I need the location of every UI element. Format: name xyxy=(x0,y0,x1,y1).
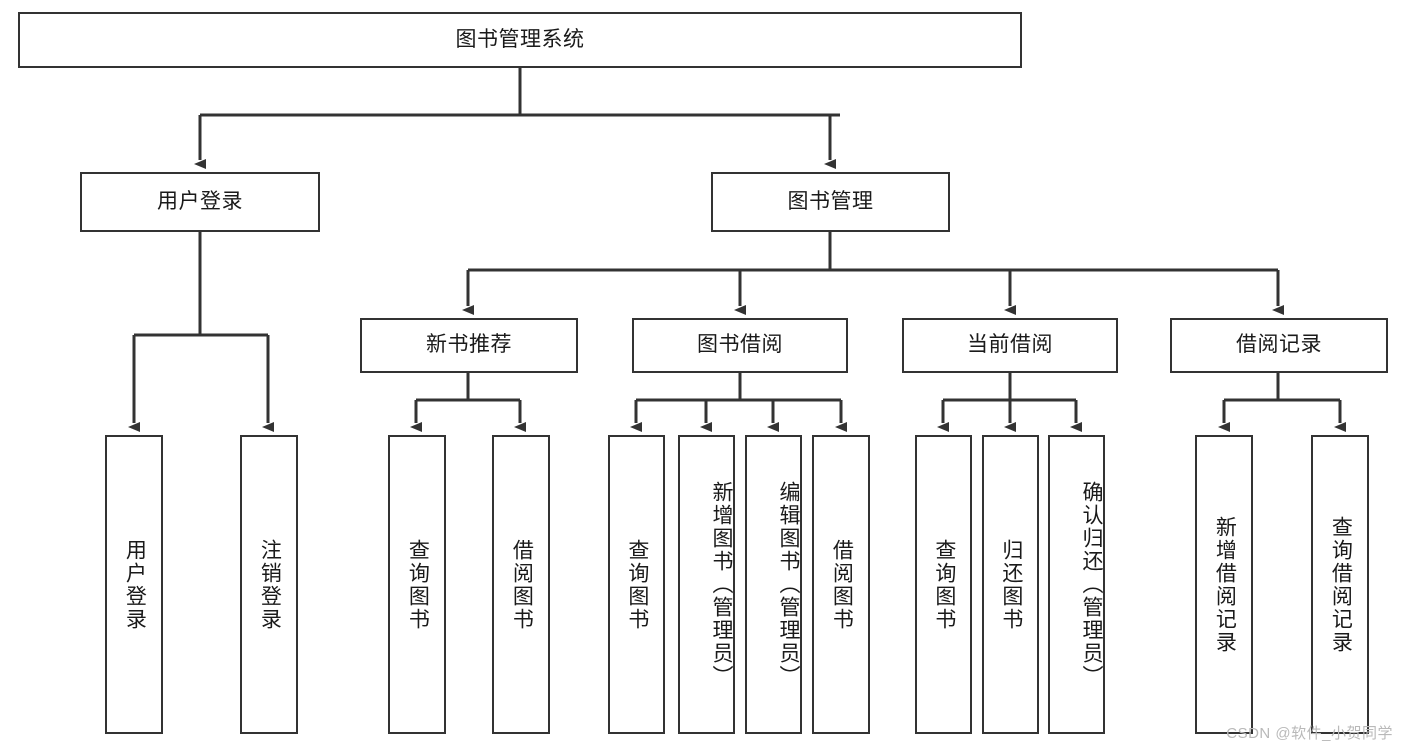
node-user-login-label: 用户登录 xyxy=(157,189,243,213)
node-leaf-query-book-2[interactable]: 查询图书 xyxy=(608,435,665,734)
node-leaf-query-record[interactable]: 查询借阅记录 xyxy=(1311,435,1369,734)
node-book-manage[interactable]: 图书管理 xyxy=(711,172,950,232)
node-leaf-borrow-book-1[interactable]: 借阅图书 xyxy=(492,435,550,734)
node-leaf-return-book[interactable]: 归还图书 xyxy=(982,435,1039,734)
node-user-login[interactable]: 用户登录 xyxy=(80,172,320,232)
node-current-borrow[interactable]: 当前借阅 xyxy=(902,318,1118,373)
node-new-book-rec[interactable]: 新书推荐 xyxy=(360,318,578,373)
node-leaf-user-login[interactable]: 用户登录 xyxy=(105,435,163,734)
node-leaf-logout[interactable]: 注销登录 xyxy=(240,435,298,734)
node-borrow-record-label: 借阅记录 xyxy=(1236,333,1322,357)
node-book-manage-label: 图书管理 xyxy=(787,189,874,213)
node-book-borrow-label: 图书借阅 xyxy=(697,333,783,357)
node-book-borrow[interactable]: 图书借阅 xyxy=(632,318,848,373)
node-leaf-query-book-3[interactable]: 查询图书 xyxy=(915,435,972,734)
node-leaf-return-book-label: 归还图书 xyxy=(999,538,1023,631)
node-new-book-rec-label: 新书推荐 xyxy=(426,333,512,357)
node-leaf-add-record-label: 新增借阅记录 xyxy=(1213,515,1237,654)
node-leaf-user-login-label: 用户登录 xyxy=(123,538,147,631)
node-leaf-borrow-book-2[interactable]: 借阅图书 xyxy=(812,435,870,734)
node-leaf-edit-book-label: 编辑图书（管理员） xyxy=(777,481,800,688)
node-leaf-edit-book[interactable]: 编辑图书（管理员） xyxy=(745,435,802,734)
node-leaf-borrow-book-2-label: 借阅图书 xyxy=(830,538,854,631)
node-leaf-logout-label: 注销登录 xyxy=(258,538,282,631)
node-leaf-query-book-2-label: 查询图书 xyxy=(625,538,649,631)
node-leaf-confirm-return-label: 确认归还（管理员） xyxy=(1080,481,1103,688)
node-leaf-query-book-1-label: 查询图书 xyxy=(406,538,430,631)
node-root[interactable]: 图书管理系统 xyxy=(18,12,1022,68)
node-leaf-confirm-return[interactable]: 确认归还（管理员） xyxy=(1048,435,1105,734)
node-leaf-query-book-3-label: 查询图书 xyxy=(932,538,956,631)
node-leaf-add-book-label: 新增图书（管理员） xyxy=(710,481,733,688)
node-leaf-add-record[interactable]: 新增借阅记录 xyxy=(1195,435,1253,734)
node-leaf-add-book[interactable]: 新增图书（管理员） xyxy=(678,435,735,734)
node-borrow-record[interactable]: 借阅记录 xyxy=(1170,318,1388,373)
node-leaf-query-record-label: 查询借阅记录 xyxy=(1329,515,1353,654)
node-leaf-query-book-1[interactable]: 查询图书 xyxy=(388,435,446,734)
watermark: CSDN @软件_小贺同学 xyxy=(1226,725,1393,742)
node-leaf-borrow-book-1-label: 借阅图书 xyxy=(510,538,534,631)
node-current-borrow-label: 当前借阅 xyxy=(967,333,1053,357)
node-root-label: 图书管理系统 xyxy=(455,27,585,51)
